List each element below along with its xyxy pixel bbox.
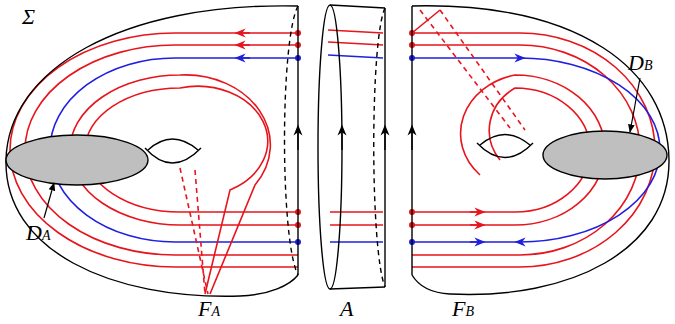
disk-name: DB	[628, 52, 652, 74]
piece-name: FB	[452, 298, 474, 320]
piece-name: FA	[198, 298, 220, 320]
surface-name: Σ	[22, 6, 35, 28]
annulus-name: A	[340, 298, 353, 320]
disk-name: DA	[26, 222, 50, 244]
